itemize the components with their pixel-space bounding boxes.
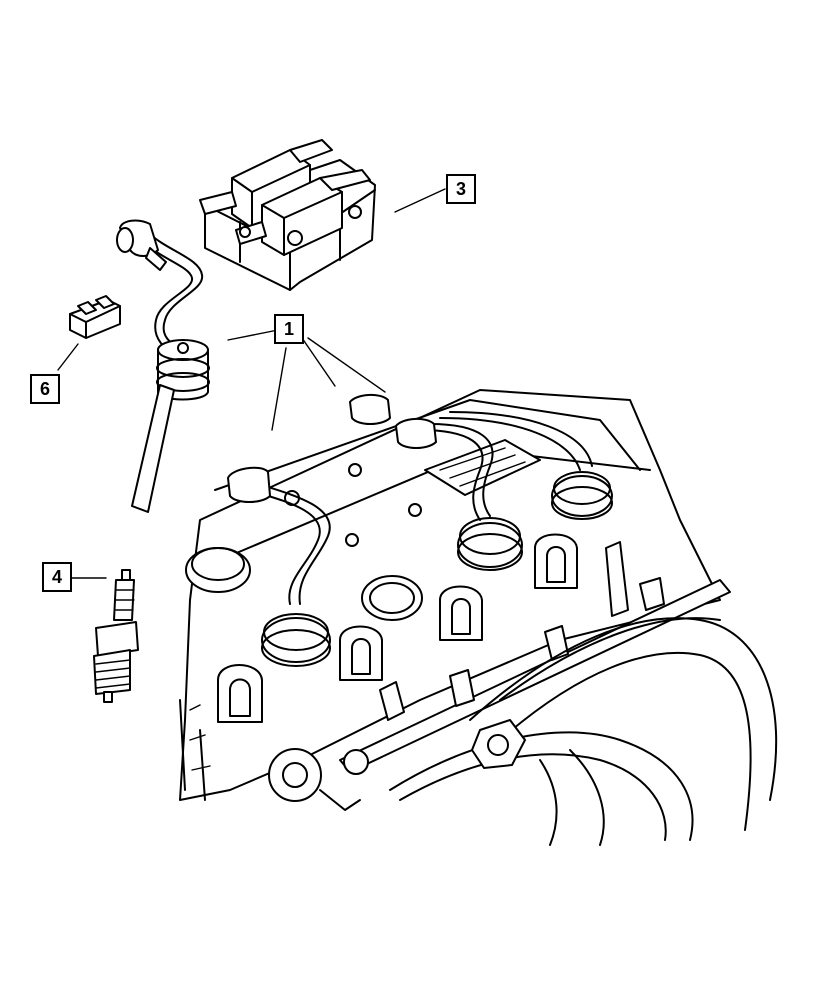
spark-plug[interactable]	[93, 569, 139, 703]
leader-lines	[57, 188, 446, 579]
wire-clip[interactable]	[69, 295, 121, 339]
ignition-coil[interactable]	[199, 139, 376, 291]
callout-1[interactable]: 1	[274, 314, 304, 344]
ignition-wire[interactable]	[116, 219, 210, 513]
callout-4[interactable]: 4	[42, 562, 72, 592]
callout-3[interactable]: 3	[446, 174, 476, 204]
engine-cylinder-head	[179, 389, 778, 846]
callout-6[interactable]: 6	[30, 374, 60, 404]
